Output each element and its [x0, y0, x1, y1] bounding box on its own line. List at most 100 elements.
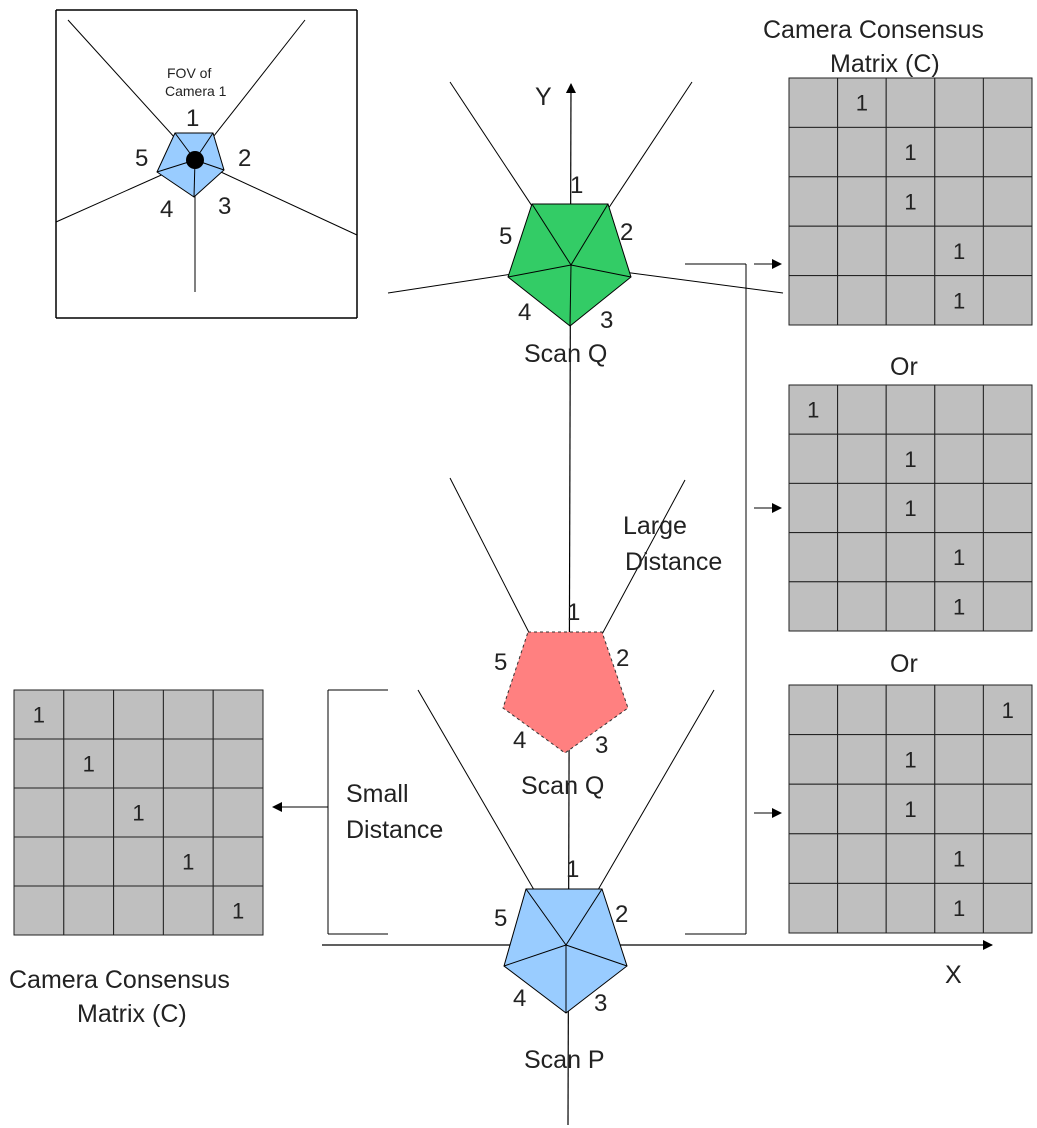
large-distance-line1: Large	[623, 512, 687, 540]
matrix-cell	[162, 885, 214, 936]
vertex-3: 3	[595, 732, 608, 759]
or-label-2: Or	[890, 650, 918, 678]
matrix-cell	[788, 225, 839, 277]
vertex-2: 2	[615, 901, 628, 928]
matrix-cell	[934, 225, 984, 277]
matrix-cell	[982, 532, 1033, 583]
matrix-cell	[934, 734, 984, 785]
matrix-cell	[788, 783, 839, 835]
matrix-cell	[788, 433, 839, 484]
matrix-cell	[934, 882, 984, 934]
pentagon-spoke	[525, 888, 567, 946]
matrix-cell	[982, 384, 1033, 435]
matrix-cell	[885, 783, 936, 835]
matrix-cell	[982, 684, 1033, 736]
matrix-cell	[837, 384, 887, 435]
vertex-3: 3	[600, 307, 613, 334]
fov-label-line1: FOV of	[167, 65, 211, 81]
matrix-cell	[837, 433, 887, 484]
matrix-cell	[113, 885, 164, 936]
right-matrix-title-line2: Matrix (C)	[830, 50, 940, 78]
scan-q-mid-pentagon	[502, 631, 629, 754]
matrix-cell	[63, 836, 115, 887]
matrix-cell	[788, 77, 839, 128]
matrix-cell	[837, 225, 887, 277]
matrix-cell	[982, 734, 1033, 785]
matrix-cell-value: 1	[232, 899, 244, 924]
pentagon-spoke	[503, 944, 567, 967]
matrix-cell-value: 1	[904, 190, 916, 215]
matrix-cell-value: 1	[83, 752, 95, 777]
left-matrix-title-line1: Camera Consensus	[9, 966, 230, 994]
matrix-cell	[982, 581, 1033, 632]
matrix-cell	[162, 787, 214, 838]
matrix-cell	[113, 738, 164, 789]
inset-vertex-2: 2	[238, 145, 251, 172]
scan-p-label: Scan P	[524, 1046, 605, 1074]
vertex-1: 1	[567, 599, 580, 626]
matrix-cell	[982, 783, 1033, 835]
matrix-cell	[837, 882, 887, 934]
matrix-cell	[788, 482, 839, 534]
scan-q-mid-label: Scan Q	[521, 772, 604, 800]
matrix-cell-value: 1	[182, 850, 194, 875]
matrix-cell	[837, 275, 887, 326]
matrix-cell	[885, 225, 936, 277]
fov-label-line2: Camera 1	[165, 83, 227, 99]
matrix-cell	[934, 581, 984, 632]
matrix-cell	[934, 433, 984, 484]
matrix-cell-value: 1	[953, 896, 965, 921]
vertex-2: 2	[620, 219, 633, 246]
left-matrix-title-line2: Matrix (C)	[77, 1000, 187, 1028]
matrix-cell	[885, 581, 936, 632]
pentagon-spoke	[531, 203, 572, 266]
matrix-cell	[837, 126, 887, 178]
vertex-4: 4	[513, 985, 526, 1012]
vertex-4: 4	[513, 727, 526, 754]
matrix-cell	[982, 882, 1033, 934]
matrix-cell	[212, 885, 264, 936]
small-distance-bracket: Small Distance	[272, 689, 443, 935]
x-axis-label: X	[945, 961, 962, 989]
matrix-cell	[885, 126, 936, 178]
matrix-cell	[212, 836, 264, 887]
matrix-cell	[982, 275, 1033, 326]
matrix-cell	[13, 787, 65, 838]
matrix-cell	[162, 738, 214, 789]
matrix-cell	[63, 738, 115, 789]
matrix-cell-value: 1	[953, 545, 965, 570]
inset-vertex-4: 4	[160, 196, 173, 223]
matrix-cell-value: 1	[807, 398, 819, 423]
matrix-cell	[212, 689, 264, 740]
pentagon-spoke	[570, 264, 632, 278]
matrix-cell-value: 1	[904, 496, 916, 521]
matrix-cell	[788, 532, 839, 583]
matrix-cell	[788, 384, 839, 435]
scan-q-top: 1 2 3 4 5 Scan Q	[387, 81, 784, 368]
scan-q-mid: 1 2 3 4 5 Scan Q	[449, 477, 686, 800]
matrix-cell	[788, 176, 839, 227]
inset-vertex-1: 1	[186, 105, 199, 132]
matrix-cell-value: 1	[856, 91, 868, 116]
matrix-cell	[982, 433, 1033, 484]
matrix-cell	[788, 734, 839, 785]
matrix-cell	[982, 77, 1033, 128]
pentagon-spoke	[507, 264, 572, 278]
inset-vertex-5: 5	[135, 145, 148, 172]
matrix-cell	[788, 581, 839, 632]
pentagon-spoke	[565, 888, 603, 946]
matrix-cell	[885, 176, 936, 227]
pentagon-spoke	[570, 203, 609, 266]
y-axis-label: Y	[535, 83, 552, 111]
matrix-cell	[885, 532, 936, 583]
vertex-4: 4	[518, 299, 531, 326]
camera-dot	[186, 151, 204, 169]
matrix-cell	[837, 77, 887, 128]
matrix-cell	[885, 433, 936, 484]
matrix-cell-value: 1	[953, 239, 965, 264]
matrix-cell-value: 1	[953, 288, 965, 313]
small-distance-line1: Small	[346, 780, 409, 808]
matrix-cell	[63, 885, 115, 936]
matrix-cell-value: 1	[904, 140, 916, 165]
